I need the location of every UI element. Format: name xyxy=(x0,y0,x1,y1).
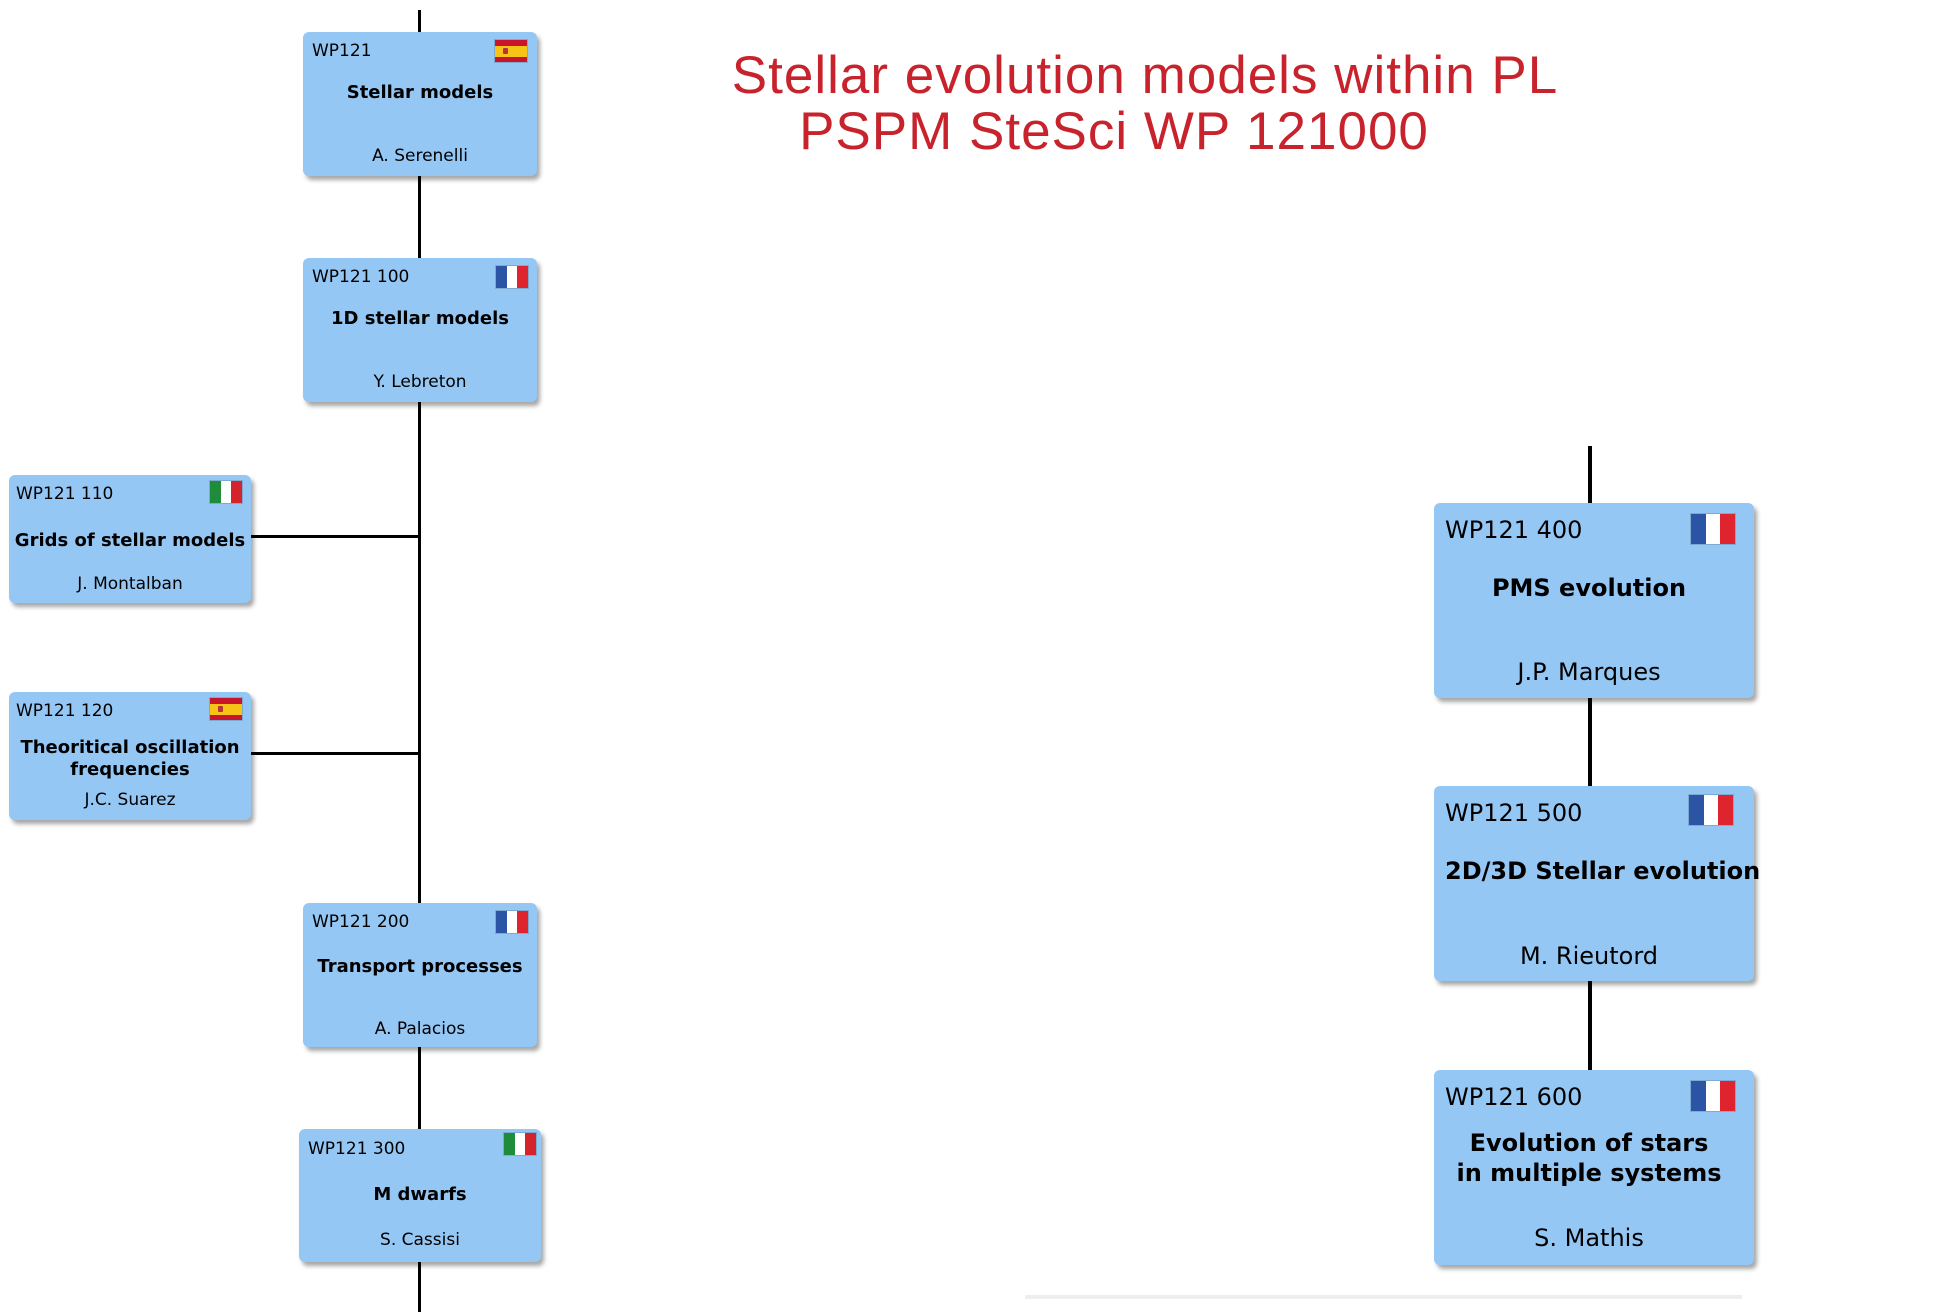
wp-code: WP121 400 xyxy=(1445,516,1583,544)
wp-lead: J.P. Marques xyxy=(1517,658,1661,686)
wp-name: Theoritical oscillation frequencies xyxy=(9,737,251,781)
wp-name-line-2: in multiple systems xyxy=(1456,1159,1722,1187)
wp-box-121: WP121 Stellar models A. Serenelli xyxy=(303,32,537,176)
wp-code: WP121 200 xyxy=(312,912,410,932)
connector-200-to-300 xyxy=(418,1047,421,1131)
wp-lead: M. Rieutord xyxy=(1519,942,1659,970)
spain-flag-icon xyxy=(209,697,243,721)
wp-name: PMS evolution xyxy=(1491,574,1687,602)
wp-name: 1D stellar models xyxy=(331,308,509,329)
wp-lead: Y. Lebreton xyxy=(373,372,467,392)
wp-box-121-500: WP121 500 2D/3D Stellar evolution M. Rie… xyxy=(1434,786,1761,981)
wp-code: WP121 110 xyxy=(16,484,114,504)
wp-name: M dwarfs xyxy=(373,1184,467,1205)
connector-to-120 xyxy=(250,752,420,755)
wp-code: WP121 120 xyxy=(16,701,114,721)
france-flag-icon xyxy=(1690,1080,1736,1112)
wp-box-121-120: WP121 120 Theoritical oscillation freque… xyxy=(9,692,251,820)
france-flag-icon xyxy=(1690,513,1736,545)
wp-name-line-1: Theoritical oscillation xyxy=(20,737,240,758)
italy-flag-icon xyxy=(503,1132,537,1156)
wp-code: WP121 100 xyxy=(312,267,410,287)
france-flag-icon xyxy=(495,910,529,934)
italy-flag-icon xyxy=(209,480,243,504)
wp-lead: J. Montalban xyxy=(77,574,183,594)
wp-name: Grids of stellar models xyxy=(14,530,246,551)
wp-lead: S. Mathis xyxy=(1534,1224,1644,1252)
connector-500-to-600 xyxy=(1588,980,1592,1070)
connector-right-top xyxy=(1588,446,1592,504)
wp-box-121-600: WP121 600 Evolution of stars in multiple… xyxy=(1434,1070,1754,1265)
connector-top xyxy=(418,10,421,32)
wp-lead: J.C. Suarez xyxy=(84,790,176,810)
wp-box-121-110: WP121 110 Grids of stellar models J. Mon… xyxy=(9,475,251,603)
wp-box-121-400: WP121 400 PMS evolution J.P. Marques xyxy=(1434,503,1754,698)
wp-name: Stellar models xyxy=(346,82,494,103)
wp-box-121-100: WP121 100 1D stellar models Y. Lebreton xyxy=(303,258,537,402)
wp-name-line-1: Evolution of stars xyxy=(1469,1129,1709,1157)
wp-name: Evolution of stars in multiple systems xyxy=(1434,1128,1744,1188)
connector-400-to-500 xyxy=(1588,697,1592,787)
wp-lead: A. Serenelli xyxy=(372,146,468,166)
france-flag-icon xyxy=(495,265,529,289)
connector-bottom xyxy=(418,1262,421,1312)
connector-wp121-to-100 xyxy=(418,176,421,261)
spain-flag-icon xyxy=(494,39,528,63)
wp-lead: A. Palacios xyxy=(374,1019,466,1039)
bottom-divider xyxy=(1025,1295,1742,1299)
diagram-title: Stellar evolution models within PL PSPM … xyxy=(732,48,1960,160)
wp-name-line-2: frequencies xyxy=(70,759,190,780)
wp-lead: S. Cassisi xyxy=(380,1230,460,1250)
france-flag-icon xyxy=(1688,794,1734,826)
wp-box-121-300: WP121 300 M dwarfs S. Cassisi xyxy=(299,1129,541,1262)
title-line-1: Stellar evolution models within PL xyxy=(731,46,1559,105)
wp-code: WP121 600 xyxy=(1445,1083,1583,1111)
wp-code: WP121 500 xyxy=(1445,799,1583,827)
connector-to-110 xyxy=(250,535,420,538)
wp-box-121-200: WP121 200 Transport processes A. Palacio… xyxy=(303,903,537,1047)
title-line-2: PSPM SteSci WP 121000 xyxy=(799,102,1429,161)
wp-name: 2D/3D Stellar evolution xyxy=(1445,857,1761,885)
wp-name: Transport processes xyxy=(317,956,523,977)
wp-code: WP121 xyxy=(312,41,372,61)
wp-code: WP121 300 xyxy=(308,1139,406,1159)
connector-trunk xyxy=(418,400,421,905)
